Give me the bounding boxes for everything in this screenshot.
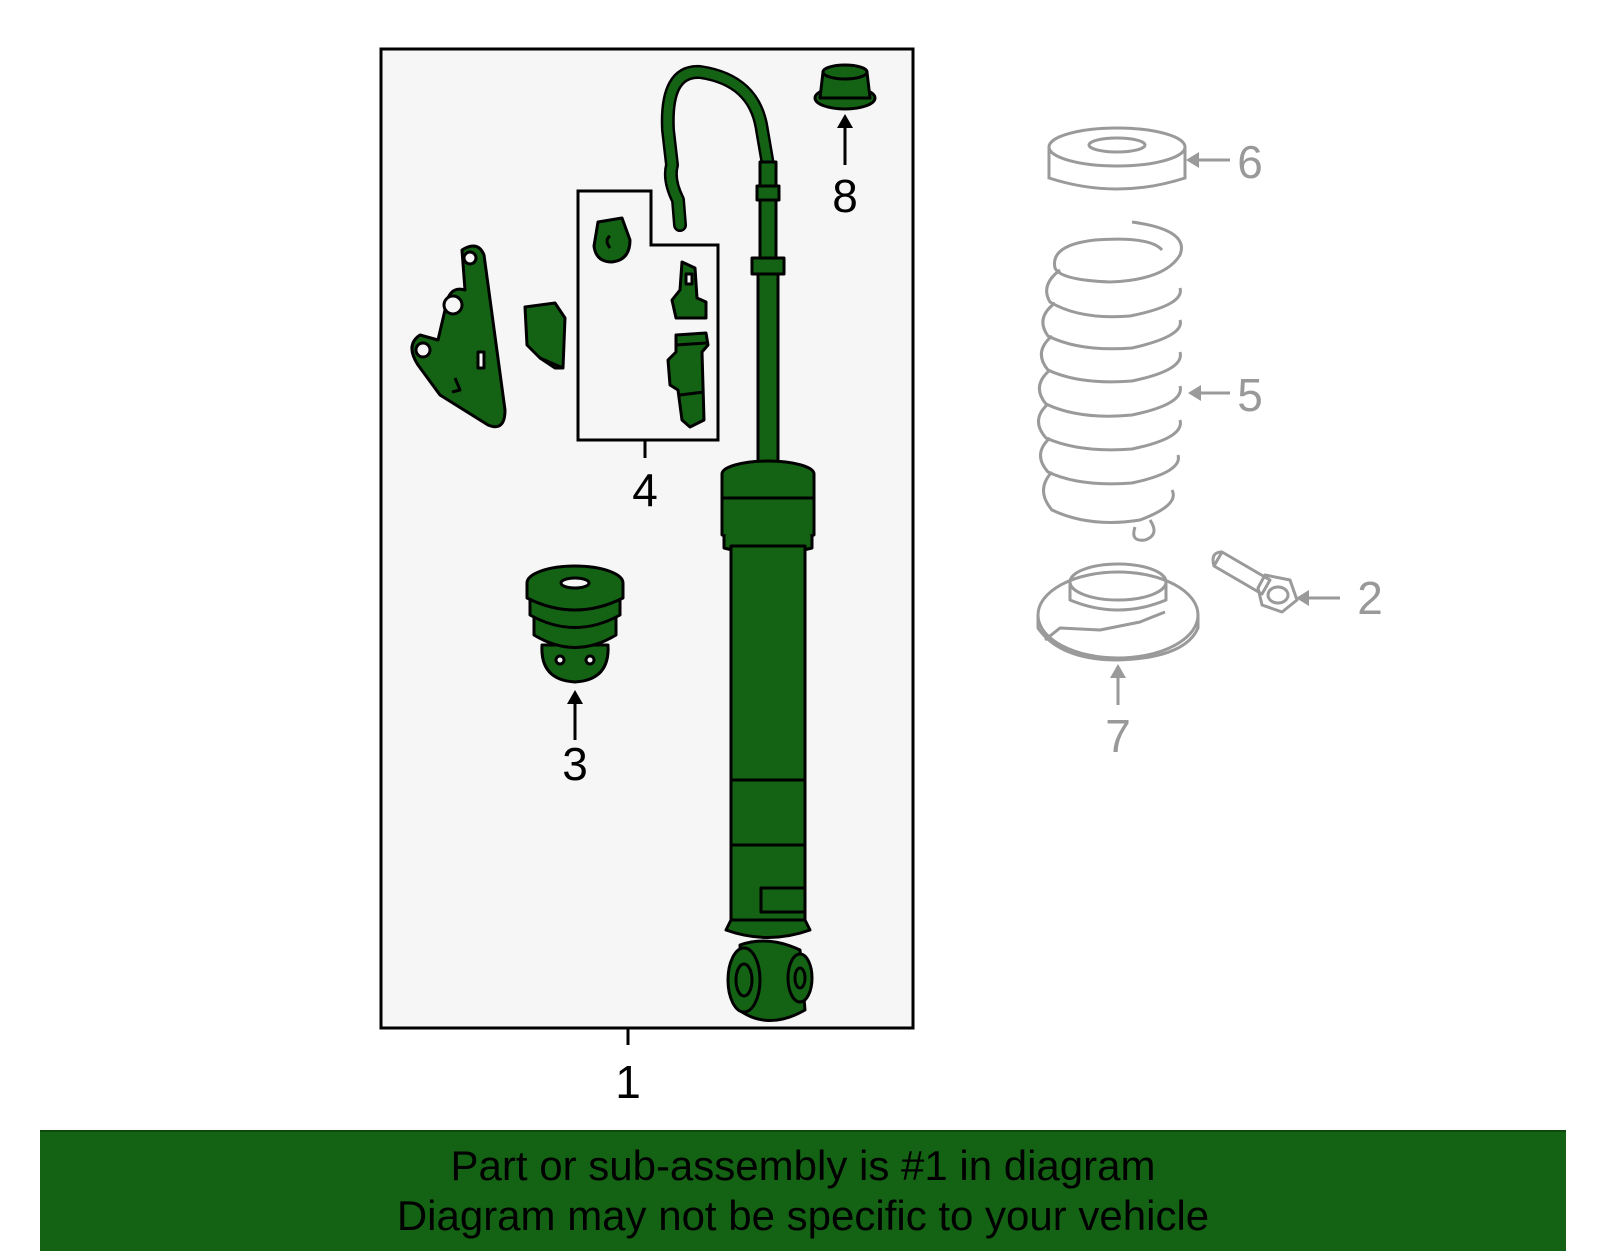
arrowhead-7 (1110, 664, 1126, 678)
callout-8: 8 (832, 170, 858, 222)
banner-line-1: Part or sub-assembly is #1 in diagram (450, 1142, 1156, 1189)
jounce-bumper (525, 564, 625, 684)
lower-spring-seat (1036, 562, 1200, 662)
callout-2: 2 (1357, 572, 1383, 624)
sensor-kit-box (576, 189, 720, 442)
nut (813, 63, 877, 111)
clip (523, 301, 567, 370)
arrowhead-2 (1296, 590, 1309, 606)
callout-6: 6 (1237, 136, 1263, 188)
upper-spring-insulator (1047, 126, 1187, 191)
info-banner: Part or sub-assembly is #1 in diagram Di… (40, 1130, 1566, 1251)
bolt (1211, 550, 1299, 614)
callout-7: 7 (1105, 710, 1131, 762)
callout-1: 1 (615, 1056, 641, 1108)
callout-3: 3 (562, 738, 588, 790)
arrowhead-3 (567, 690, 583, 704)
assembly-box (379, 47, 915, 1030)
coil-spring (1037, 220, 1183, 542)
shock-absorber (660, 65, 816, 1022)
sensor-kit-parts (592, 216, 710, 429)
banner-line-2: Diagram may not be specific to your vehi… (396, 1192, 1210, 1239)
callout-5: 5 (1237, 369, 1263, 421)
callout-4: 4 (632, 464, 658, 516)
arrowhead-5 (1188, 385, 1201, 401)
arrowhead-6 (1186, 152, 1199, 168)
arrowhead-8 (837, 114, 853, 128)
bracket (410, 244, 507, 429)
